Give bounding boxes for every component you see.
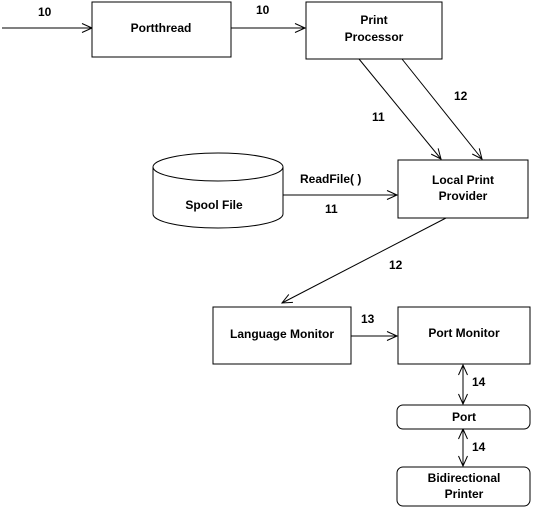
- edge-print-processor-to-provider-a: [358, 58, 441, 159]
- bidirectional-printer-box: [396, 466, 531, 507]
- edge-label-language-monitor-to-port-monitor: 13: [361, 312, 375, 326]
- print-processor-label-line2: Processor: [345, 30, 404, 44]
- port-monitor-box: [397, 306, 531, 365]
- edge-label-port-to-printer: 14: [472, 440, 486, 454]
- edge-print-processor-to-provider-b: [401, 58, 482, 159]
- local-print-provider-label-line1: Local Print: [432, 173, 494, 187]
- edge-label-print-processor-to-provider-a: 11: [372, 110, 385, 124]
- edge-label-print-processor-to-provider-b: 12: [454, 89, 468, 103]
- local-print-provider-box: [397, 159, 529, 219]
- local-print-provider-label-line2: Provider: [439, 189, 488, 203]
- edge-provider-to-language-monitor: [282, 217, 447, 303]
- edge-label-port-monitor-to-port: 14: [472, 375, 486, 389]
- bidirectional-printer-label-line2: Printer: [445, 487, 484, 501]
- language-monitor-box: [212, 306, 352, 365]
- spool-file-cylinder: [152, 152, 284, 229]
- bidirectional-printer-label-line1: Bidirectional: [428, 471, 501, 485]
- portthread-box: [91, 1, 232, 58]
- port-box: [396, 404, 531, 430]
- edge-label-portthread-to-print-processor: 10: [256, 3, 270, 17]
- print-processor-label-line1: Print: [360, 13, 387, 27]
- print-processor-box: [305, 1, 443, 60]
- portthread-label: Portthread: [131, 21, 192, 35]
- edge-label-input-to-portthread: 10: [38, 5, 52, 19]
- language-monitor-label: Language Monitor: [230, 327, 334, 341]
- edge-label-read-call: ReadFile( ): [300, 172, 361, 186]
- port-monitor-label: Port Monitor: [428, 326, 500, 340]
- spool-file-label: Spool File: [185, 198, 243, 212]
- edge-label-provider-to-language-monitor: 12: [389, 258, 403, 272]
- port-label: Port: [452, 410, 476, 424]
- edge-label-spool-to-provider: 11: [325, 202, 338, 216]
